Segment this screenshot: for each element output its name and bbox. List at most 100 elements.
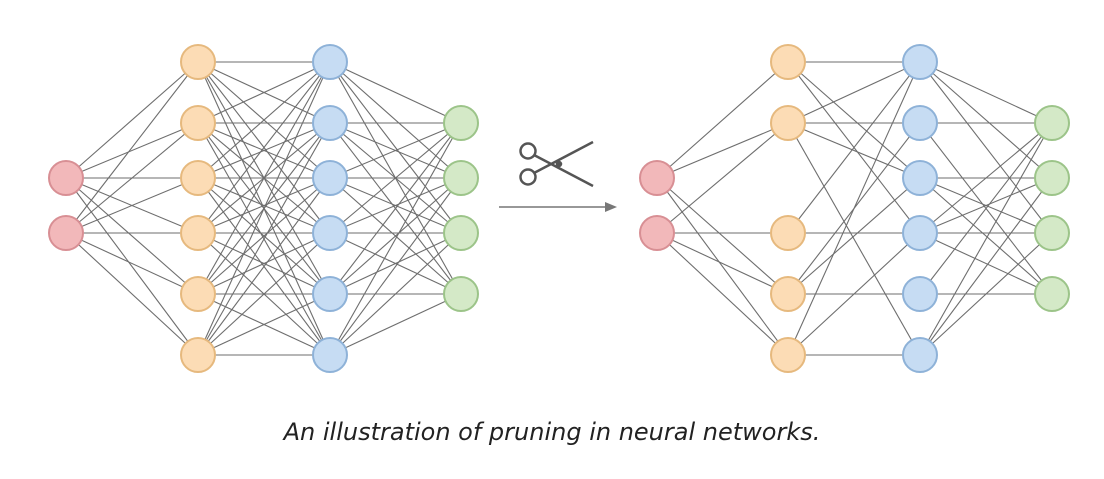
connection-edge [329, 122, 462, 295]
output-neuron [1034, 105, 1070, 141]
connection-edge [65, 232, 199, 295]
connection-edge [65, 177, 199, 295]
connection-edge [329, 232, 462, 356]
connection-edge [919, 232, 1053, 295]
connection-edge [919, 177, 1053, 356]
connection-edge [919, 61, 1053, 179]
connection-edge [787, 177, 921, 295]
connection-edge [329, 177, 462, 295]
connection-edge [919, 177, 1053, 234]
connection-edge [656, 232, 789, 295]
arrow-right-icon [499, 202, 617, 212]
connection-edge [197, 177, 331, 295]
connection-edge [919, 61, 1053, 124]
hidden2-neuron [312, 160, 348, 196]
hidden2-neuron [312, 215, 348, 251]
connection-edge [197, 61, 331, 356]
connections [65, 61, 462, 356]
connection-edge [197, 61, 331, 124]
connection-edge [919, 61, 1053, 234]
hidden1-neuron [180, 337, 216, 373]
hidden2-neuron [312, 105, 348, 141]
hidden1-neuron [180, 105, 216, 141]
connection-edge [329, 61, 462, 234]
connection-edge [197, 61, 331, 179]
connection-edge [329, 232, 462, 295]
hidden1-neuron [180, 44, 216, 80]
output-neuron [1034, 276, 1070, 312]
connection-edge [656, 232, 789, 356]
hidden1-neuron [770, 44, 806, 80]
connections [656, 61, 1053, 356]
connection-edge [65, 177, 199, 356]
connection-edge [197, 232, 331, 295]
output-neuron [1034, 215, 1070, 251]
connection-edge [656, 122, 789, 234]
connection-edge [65, 232, 199, 356]
connection-edge [329, 177, 462, 234]
input-neuron [639, 215, 675, 251]
scissors-icon [519, 140, 594, 188]
connection-edge [919, 122, 1053, 234]
connection-edge [787, 61, 921, 124]
hidden2-neuron [902, 276, 938, 312]
neurons [48, 44, 479, 373]
connection-edge [197, 122, 331, 179]
connection-edge [197, 293, 331, 356]
connection-edge [329, 61, 462, 179]
hidden1-neuron [770, 215, 806, 251]
connection-edge [919, 232, 1053, 356]
hidden2-neuron [902, 337, 938, 373]
connection-edge [329, 122, 462, 234]
connection-edge [787, 122, 921, 179]
output-neuron [443, 105, 479, 141]
connection-edge [787, 61, 921, 179]
connection-edge [65, 61, 199, 179]
connection-edge [656, 61, 789, 179]
input-neuron [48, 160, 84, 196]
connection-edge [656, 122, 789, 179]
hidden2-neuron [312, 337, 348, 373]
connection-edge [329, 122, 462, 179]
connection-edge [197, 232, 331, 356]
connection-edge [787, 122, 921, 356]
pruned-network [639, 44, 1070, 373]
hidden1-neuron [770, 337, 806, 373]
hidden2-neuron [902, 105, 938, 141]
connection-edge [197, 122, 331, 356]
connection-edge [65, 177, 199, 234]
hidden1-neuron [770, 276, 806, 312]
input-neuron [639, 160, 675, 196]
connection-edge [919, 122, 1053, 356]
connection-edge [329, 122, 462, 356]
connection-edge [787, 61, 921, 234]
hidden2-neuron [902, 215, 938, 251]
hidden2-neuron [312, 44, 348, 80]
connection-edge [656, 177, 789, 295]
neurons [639, 44, 1070, 373]
connection-edge [65, 122, 199, 179]
connection-edge [329, 61, 462, 124]
caption: An illustration of pruning in neural net… [283, 418, 821, 446]
connection-edge [329, 177, 462, 356]
connection-edge [656, 177, 789, 356]
connection-edge [787, 61, 921, 356]
hidden1-neuron [180, 276, 216, 312]
connection-edge [197, 61, 331, 234]
pruning-diagram [48, 44, 1070, 373]
hidden1-neuron [180, 160, 216, 196]
hidden2-neuron [902, 44, 938, 80]
hidden2-neuron [902, 160, 938, 196]
connection-edge [65, 122, 199, 234]
hidden2-neuron [312, 276, 348, 312]
connection-edge [919, 122, 1053, 295]
output-neuron [1034, 160, 1070, 196]
output-neuron [443, 215, 479, 251]
hidden1-neuron [770, 105, 806, 141]
original-network [48, 44, 479, 373]
output-neuron [443, 160, 479, 196]
connection-edge [197, 61, 331, 295]
connection-edge [787, 232, 921, 356]
hidden1-neuron [180, 215, 216, 251]
connection-edge [197, 177, 331, 234]
